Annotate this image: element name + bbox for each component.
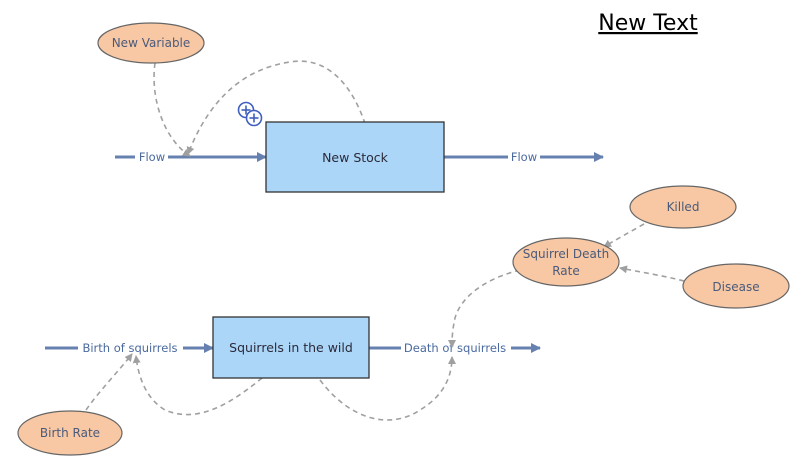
stock-new-stock-label: New Stock (322, 150, 389, 165)
variable-squirrel-death-rate[interactable]: Squirrel Death Rate (512, 237, 620, 287)
flow-out-label: Flow (511, 150, 537, 164)
link-squirrels-to-death[interactable] (319, 356, 456, 421)
stock-squirrels-label: Squirrels in the wild (229, 340, 353, 355)
stock-new-stock[interactable]: New Stock (265, 121, 445, 193)
diagram-title[interactable]: New Text (598, 11, 698, 36)
variable-new-variable-label: New Variable (112, 36, 191, 50)
flow-death-of-squirrels[interactable]: Death of squirrels (369, 341, 541, 355)
link-new-variable-to-flow[interactable] (153, 62, 191, 157)
link-squirrels-to-birth[interactable] (132, 355, 263, 416)
link-killed-to-death-rate[interactable] (603, 223, 645, 248)
flow-in-label: Flow (139, 150, 165, 164)
link-death-rate-to-death[interactable] (448, 269, 521, 348)
variable-death-rate-label-line2: Rate (552, 264, 580, 278)
variable-birth-rate[interactable]: Birth Rate (17, 410, 123, 456)
link-new-stock-to-flow[interactable] (186, 60, 373, 155)
flow-in[interactable]: Flow (115, 150, 267, 164)
flow-birth-of-squirrels[interactable]: Birth of squirrels (45, 341, 214, 355)
flow-death-label: Death of squirrels (404, 341, 506, 355)
variable-birth-rate-label: Birth Rate (40, 426, 100, 440)
variable-killed[interactable]: Killed (629, 185, 737, 229)
variable-disease-label: Disease (712, 280, 759, 294)
variable-death-rate-label-line1: Squirrel Death (523, 247, 609, 261)
flow-out[interactable]: Flow (444, 150, 604, 164)
connector-handle-icon[interactable] (237, 101, 263, 127)
stock-squirrels-in-the-wild[interactable]: Squirrels in the wild (212, 316, 370, 379)
variable-disease[interactable]: Disease (682, 263, 790, 309)
link-disease-to-death-rate[interactable] (619, 265, 685, 282)
variable-killed-label: Killed (667, 200, 700, 214)
variable-new-variable[interactable]: New Variable (97, 22, 205, 64)
flow-birth-label: Birth of squirrels (82, 341, 177, 355)
link-birth-rate-to-birth[interactable] (85, 353, 133, 411)
